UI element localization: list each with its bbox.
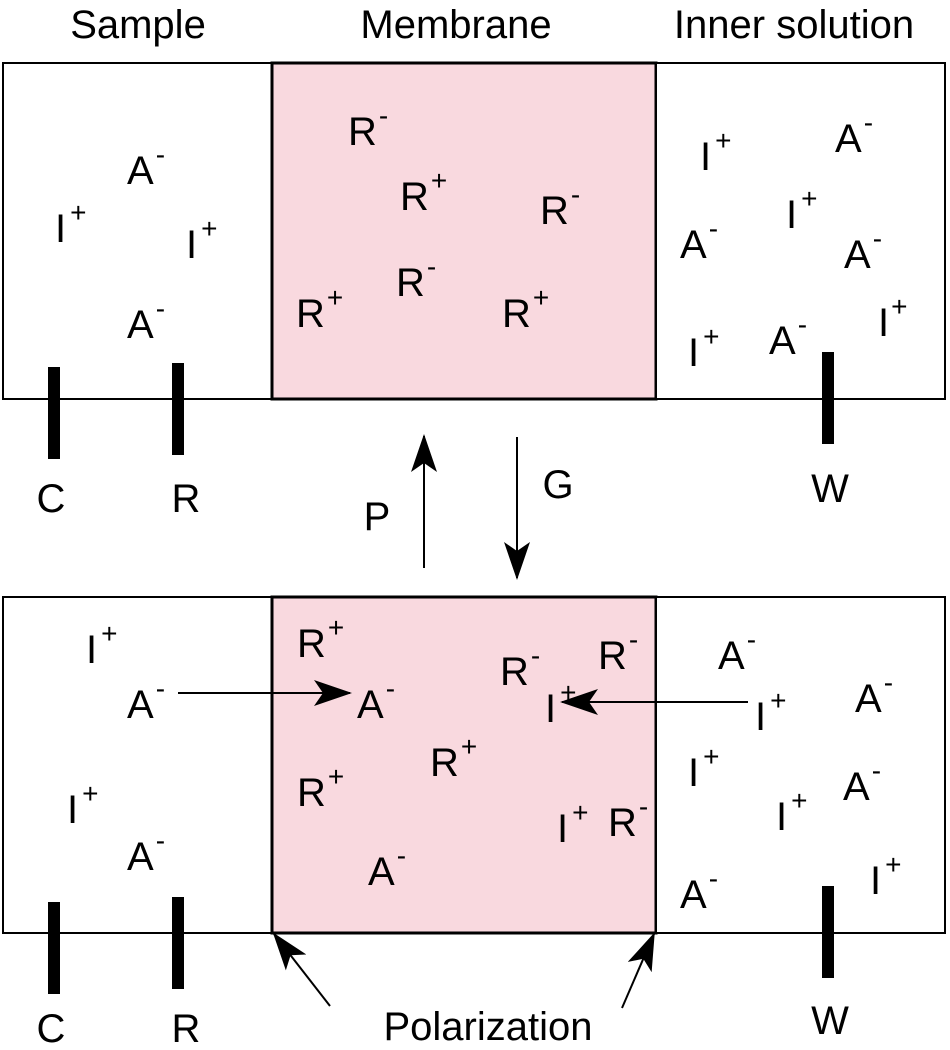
ion: R- bbox=[540, 179, 580, 233]
ion: I+ bbox=[878, 291, 907, 345]
top-working-electrode bbox=[822, 352, 834, 444]
p-arrow-label: P bbox=[364, 495, 391, 539]
ion: I+ bbox=[67, 778, 98, 832]
ion: R- bbox=[396, 251, 436, 305]
top-counter-electrode-label: C bbox=[37, 477, 66, 521]
top-reference-electrode bbox=[172, 363, 184, 455]
ion: I+ bbox=[870, 849, 901, 903]
top-sample-ions: A- I+ I+ A- bbox=[55, 139, 217, 347]
ion: A- bbox=[127, 293, 165, 347]
ion: A- bbox=[357, 673, 395, 727]
ion: R+ bbox=[430, 731, 477, 785]
ion: A- bbox=[680, 213, 718, 267]
ion: A- bbox=[835, 107, 873, 161]
ion: I+ bbox=[688, 741, 719, 795]
ion: R- bbox=[598, 624, 638, 678]
top-inner-ions: I+ A- I+ A- A- I+ A- I+ bbox=[680, 107, 907, 375]
top-inner-compartment bbox=[655, 62, 946, 400]
bottom-working-electrode-label: W bbox=[811, 999, 849, 1043]
header-membrane: Membrane bbox=[360, 3, 551, 47]
ion: R+ bbox=[297, 761, 344, 815]
ion: A- bbox=[769, 309, 807, 363]
ion: A- bbox=[368, 840, 406, 894]
header-sample: Sample bbox=[70, 3, 206, 47]
ion: R- bbox=[608, 791, 648, 845]
top-sample-compartment bbox=[2, 62, 273, 400]
ion: I+ bbox=[86, 618, 117, 672]
ion: I+ bbox=[755, 685, 786, 739]
top-panel: A- I+ I+ A- R- R+ R- R+ R- R+ I+ A- I+ A… bbox=[2, 61, 946, 521]
bottom-counter-electrode-label: C bbox=[37, 1007, 66, 1050]
ion: R+ bbox=[400, 165, 447, 219]
bottom-membrane-compartment bbox=[270, 595, 658, 935]
bottom-working-electrode bbox=[822, 886, 834, 978]
ion: I+ bbox=[786, 183, 817, 237]
ion: I+ bbox=[557, 797, 588, 851]
top-membrane-compartment bbox=[270, 61, 658, 401]
ion: A- bbox=[718, 624, 756, 678]
bottom-reference-electrode bbox=[172, 897, 184, 989]
ion: A- bbox=[127, 825, 165, 879]
top-membrane-ions: R- R+ R- R+ R- R+ bbox=[296, 100, 580, 336]
ion: R- bbox=[500, 640, 540, 694]
top-counter-electrode bbox=[48, 367, 60, 459]
bottom-membrane-ions: R+ A- R- R- I+ R+ R+ I+ R- A- bbox=[297, 612, 648, 894]
ion: A- bbox=[127, 139, 165, 193]
ion: A- bbox=[127, 673, 165, 727]
ion: I+ bbox=[700, 125, 731, 179]
ion: A- bbox=[843, 755, 881, 809]
g-arrow-label: G bbox=[542, 463, 573, 507]
ion: A- bbox=[855, 667, 893, 721]
ion: R+ bbox=[296, 282, 343, 336]
polarization-arrow-right bbox=[621, 932, 655, 1009]
bottom-sample-ions: I+ A- I+ A- bbox=[67, 618, 165, 879]
ion: I+ bbox=[55, 197, 86, 251]
polarization-arrow-left bbox=[272, 932, 331, 1007]
bottom-sample-compartment bbox=[2, 596, 273, 934]
process-arrows: P G bbox=[364, 434, 574, 580]
top-working-electrode-label: W bbox=[811, 467, 849, 511]
bottom-inner-compartment bbox=[655, 596, 946, 934]
top-reference-electrode-label: R bbox=[172, 477, 201, 521]
polarization-label: Polarization bbox=[383, 1005, 592, 1049]
bottom-inner-ions: A- I+ A- I+ I+ A- A- I+ bbox=[680, 624, 901, 917]
ion: R+ bbox=[502, 282, 549, 336]
ion: A- bbox=[844, 223, 882, 277]
bottom-panel: I+ A- I+ A- R+ A- R- R- I+ R+ R+ I+ R- A… bbox=[2, 595, 946, 1050]
ion: I+ bbox=[688, 321, 719, 375]
header-inner-solution: Inner solution bbox=[674, 3, 914, 47]
ion: A- bbox=[680, 863, 718, 917]
ion: I+ bbox=[186, 213, 217, 267]
bottom-counter-electrode bbox=[48, 902, 60, 994]
bottom-reference-electrode-label: R bbox=[172, 1007, 201, 1050]
ion: R+ bbox=[297, 612, 344, 666]
ion: R- bbox=[348, 100, 388, 154]
ion: I+ bbox=[776, 785, 807, 839]
